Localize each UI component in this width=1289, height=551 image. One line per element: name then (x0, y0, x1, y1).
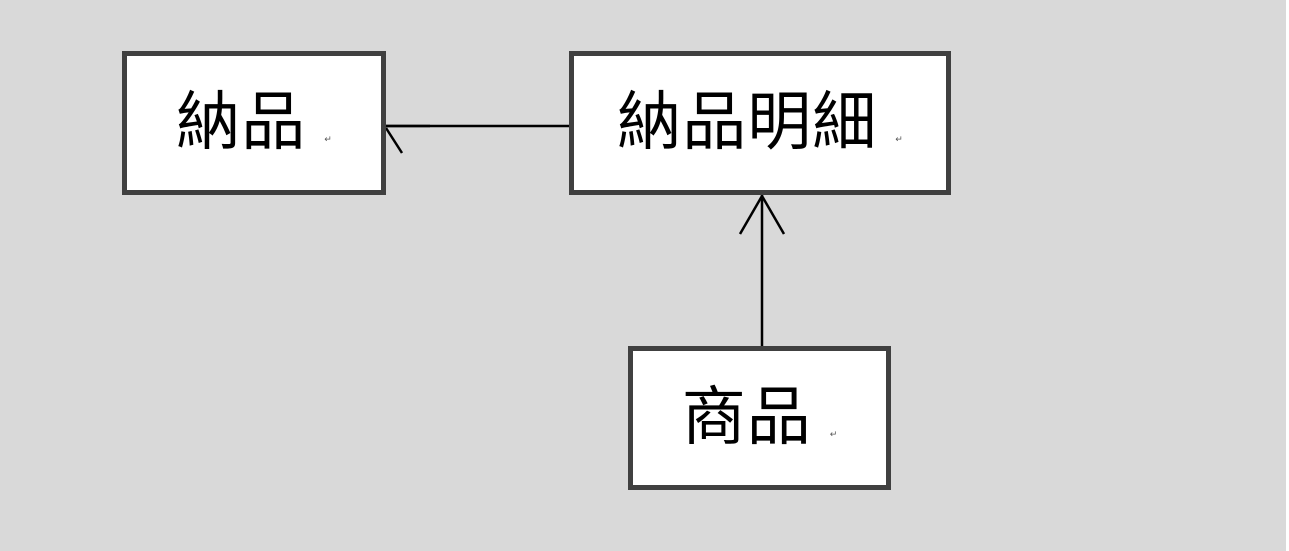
entity-label: 納品明細 (617, 86, 878, 160)
crowfoot-branch-nouhin-bottom (384, 127, 404, 154)
crowfoot-branch-meisai-left (738, 195, 764, 235)
entity-label: 納品 (176, 86, 307, 160)
canvas-edge (1286, 0, 1289, 551)
paragraph-mark-icon: ↵ (895, 135, 903, 145)
entity-box-meisai[interactable]: 納品明細 ↵ (569, 51, 951, 195)
entity-box-shohin[interactable]: 商品 ↵ (628, 346, 891, 490)
paragraph-mark-icon: ↵ (324, 135, 332, 145)
entity-box-nouhin[interactable]: 納品 ↵ (122, 51, 386, 195)
crowfoot-branch-meisai-right (760, 195, 786, 235)
paragraph-mark-icon: ↵ (829, 430, 838, 440)
entity-label: 商品 (681, 381, 812, 455)
